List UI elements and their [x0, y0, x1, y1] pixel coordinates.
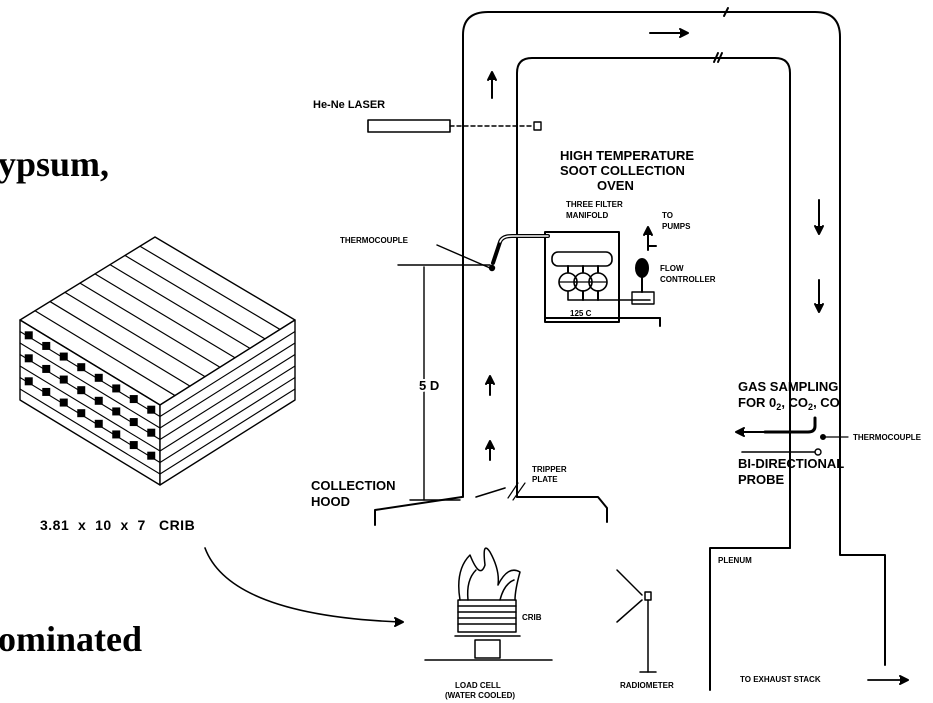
- crib-stick-end: [60, 399, 68, 407]
- label-tripper-1: TRIPPER: [532, 465, 567, 474]
- wood-crib-illustration: [20, 237, 295, 485]
- label-manifold-1: THREE FILTER: [566, 200, 623, 209]
- crib-stick-end: [25, 331, 33, 339]
- label-oven-temp: 125 C: [570, 309, 592, 318]
- label-gas-sampling-1: GAS SAMPLING: [738, 379, 838, 394]
- label-thermocouple-left: THERMOCOUPLE: [340, 236, 409, 245]
- label-tripper-2: PLATE: [532, 475, 558, 484]
- label-distance-text: 5 D: [419, 378, 439, 393]
- label-manifold-2: MANIFOLD: [566, 211, 608, 220]
- label-hood-1: COLLECTION: [311, 478, 396, 493]
- label-crib-dimensions: 3.81 x 10 x 7 CRIB: [40, 517, 195, 533]
- thermocouple-left: [437, 245, 495, 271]
- label-plenum: PLENUM: [718, 556, 752, 565]
- crib-stick-end: [60, 353, 68, 361]
- dimension-5d: [398, 265, 490, 500]
- crib-stick-end: [95, 374, 103, 382]
- crib-stick-end: [130, 395, 138, 403]
- crib-stick-end: [147, 429, 155, 437]
- label-probe-2: PROBE: [738, 472, 785, 487]
- crib-stick-end: [147, 452, 155, 460]
- crib-stick-end: [77, 363, 85, 371]
- crib-stick-end: [25, 354, 33, 362]
- gas-sampling-probe: [736, 418, 848, 455]
- crib-stick-end: [77, 386, 85, 394]
- crib-stick-end: [112, 430, 120, 438]
- crib-stick-end: [130, 418, 138, 426]
- label-laser: He-Ne LASER: [313, 99, 385, 111]
- crib-stick-end: [42, 388, 50, 396]
- radiometer: [617, 570, 656, 672]
- crib-stick-end: [112, 407, 120, 415]
- label-hood-2: HOOD: [311, 494, 350, 509]
- crib-stick-end: [42, 342, 50, 350]
- crib-stick-end: [60, 376, 68, 384]
- crib-stick-end: [95, 397, 103, 405]
- crib-stick-end: [112, 384, 120, 392]
- crib-stick-end: [147, 406, 155, 414]
- label-oven-2: SOOT COLLECTION: [560, 163, 685, 178]
- label-load-cell-1: LOAD CELL: [455, 681, 501, 690]
- label-thermocouple-right: THERMOCOUPLE: [853, 433, 922, 442]
- label-flow-2: CONTROLLER: [660, 275, 716, 284]
- plenum: [710, 548, 908, 690]
- label-flow-1: FLOW: [660, 264, 684, 273]
- label-oven-3: OVEN: [597, 178, 634, 193]
- label-radiometer: RADIOMETER: [620, 681, 674, 690]
- label-crib-small: CRIB: [522, 613, 542, 622]
- crib-stick-end: [42, 365, 50, 373]
- label-oven-1: HIGH TEMPERATURE: [560, 148, 694, 163]
- label-load-cell-2: (WATER COOLED): [445, 691, 515, 700]
- label-gas-sampling-2: FOR 02, CO2, CO: [738, 395, 840, 412]
- crib-stick-end: [95, 420, 103, 428]
- label-to-pumps-1: TO: [662, 211, 673, 220]
- label-exhaust: TO EXHAUST STACK: [740, 675, 821, 684]
- burning-crib: [425, 548, 552, 660]
- crib-stick-end: [77, 409, 85, 417]
- crib-stick-end: [130, 441, 138, 449]
- collection-hood: [375, 483, 607, 525]
- label-to-pumps-2: PUMPS: [662, 222, 691, 231]
- crib-pointer-arrow: [205, 548, 400, 622]
- he-ne-laser: [368, 120, 541, 132]
- crib-stick-end: [25, 377, 33, 385]
- label-probe-1: BI-DIRECTIONAL: [738, 456, 844, 471]
- exhaust-duct: [463, 8, 885, 665]
